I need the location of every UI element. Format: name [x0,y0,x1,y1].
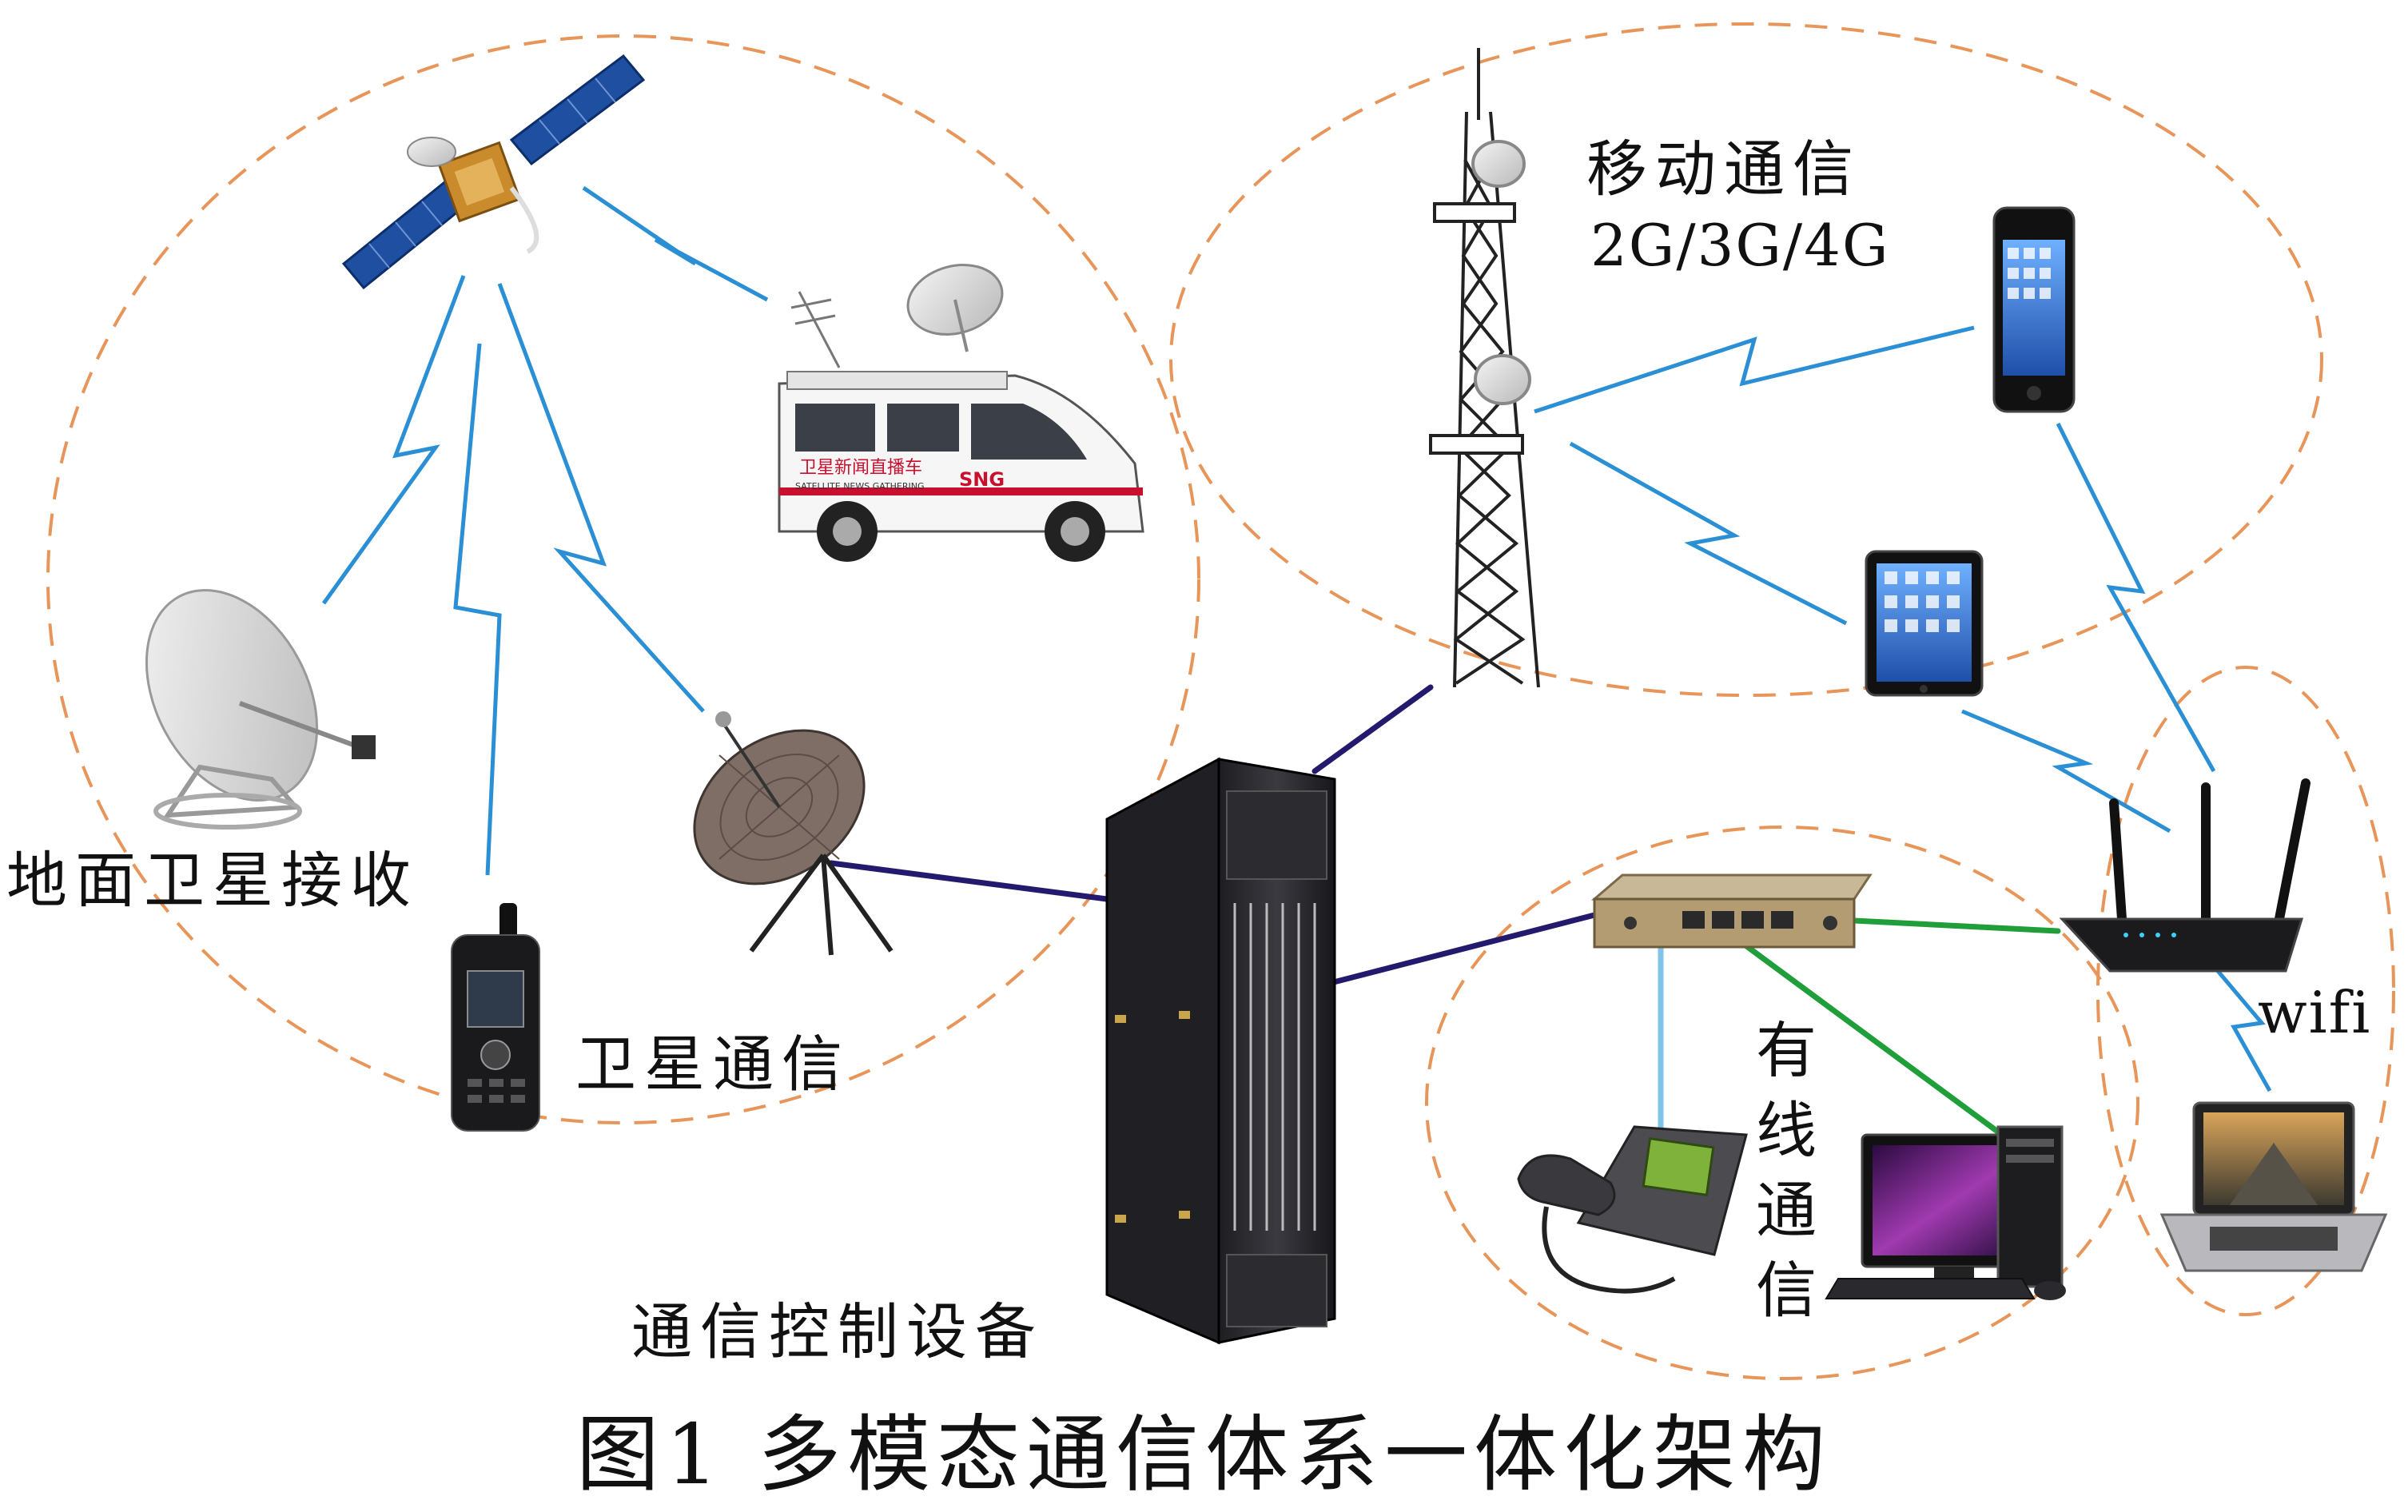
label-mobile-generations: 2G/3G/4G [1590,212,1890,279]
router-icon [2059,778,2310,973]
label-control-equipment: 通信控制设备 [631,1296,1044,1367]
link-tablet-router [1961,709,2171,834]
switch-icon [1590,873,1873,949]
server-rack-icon [1105,757,1336,1345]
van-text: 卫星新闻直播车 [799,458,922,478]
smartphone-icon [1992,206,2076,413]
link-tower-phone [1534,325,1975,414]
wired-links [828,684,2061,1138]
dish-icon [145,589,376,830]
zone-mobile [1169,22,2323,697]
link-phone-router [2056,422,2216,773]
ethernet-switch-pc [1739,940,2005,1138]
ethernet-switch-router [1851,917,2061,934]
zone-wired [1425,826,2139,1380]
label-ground-satellite-receive: 地面卫星接收 [6,845,419,916]
link-sat-ground-dish [321,275,466,605]
desktop-pc-icon [1825,1125,2066,1300]
backbone-rack-dish [828,860,1110,902]
link-router-laptop [2216,969,2272,1092]
satellite-phone-icon [451,903,540,1132]
label-wired-comm: 有线通信 [1756,1015,1817,1326]
desk-phone-icon [1517,1125,1748,1294]
backbone-rack-tower [1311,684,1434,774]
link-sat-van [582,185,769,302]
dish-icon [693,711,894,956]
figure-caption: 图1 多模态通信体系一体化架构 [575,1406,1833,1503]
label-wifi: wifi [2258,979,2372,1046]
label-mobile-comm: 移动通信 [1586,133,1861,205]
zone-wifi [2096,666,2395,1316]
van-icon: 卫星新闻直播车 SATELLITE NEWS GATHERING SNG [778,264,1144,562]
laptop-icon [2159,1101,2388,1272]
satellite-icon [341,54,646,290]
link-sat-uplink-dish [497,283,705,713]
tower-icon [1429,48,1540,688]
van-logo: SNG [959,468,1005,491]
label-satellite-comm: 卫星通信 [575,1029,850,1100]
tablet-icon [1865,550,1984,697]
van-subtext: SATELLITE NEWS GATHERING [795,481,925,491]
backbone-rack-switch [1327,912,1598,986]
link-sat-satphone [453,343,502,876]
zone-satellite [46,34,1200,1124]
link-tower-tablet [1569,441,1848,626]
